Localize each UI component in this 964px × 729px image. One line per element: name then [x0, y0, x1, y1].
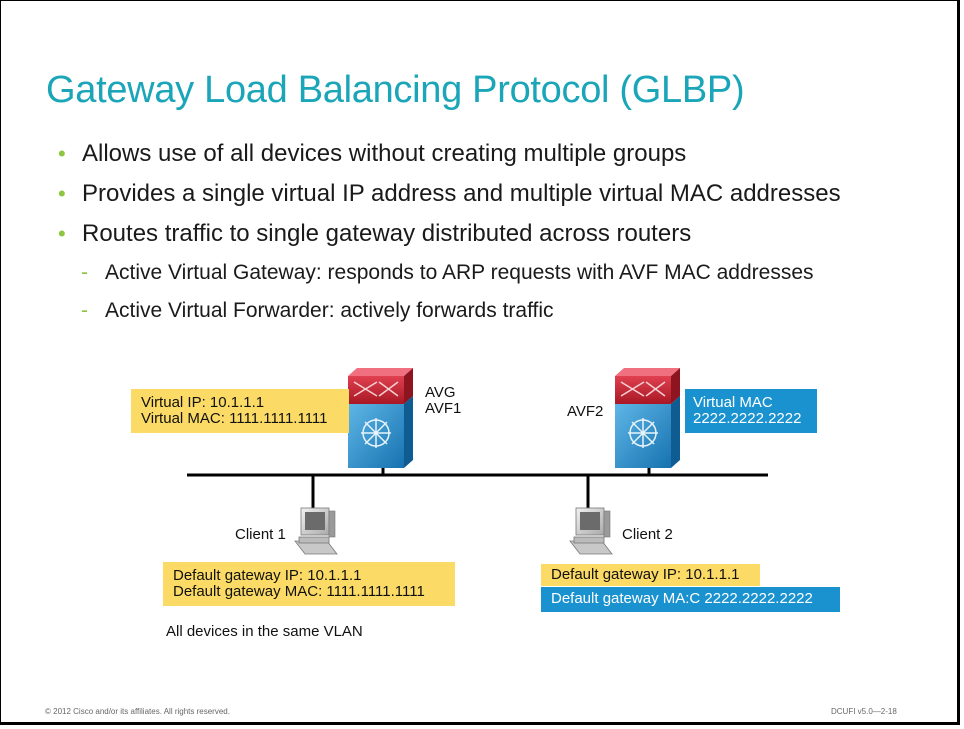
client-2-gateway-ip: Default gateway IP: 10.1.1.1 — [551, 566, 740, 583]
client-1-gateway-mac: Default gateway MAC: 1111.1111.1111 — [173, 583, 425, 600]
virtual-mac-value: 2222.2222.2222 — [693, 410, 802, 427]
client-1-pc-icon — [294, 507, 338, 555]
virtual-mac-text: Virtual MAC: 1111.1111.1111 — [141, 410, 328, 427]
router-1-icon — [348, 368, 413, 468]
bullet-list: Allows use of all devices without creati… — [58, 139, 841, 335]
copyright-text: © 2012 Cisco and/or its affiliates. All … — [45, 707, 230, 716]
avf1-label: AVF1 — [425, 400, 462, 417]
client-2-gateway-mac: Default gateway MA:C 2222.2222.2222 — [551, 590, 813, 607]
course-code-text: DCUFI v5.0—2-18 — [831, 707, 897, 716]
bullet-item: Provides a single virtual IP address and… — [58, 179, 841, 219]
router-2-info-box: Virtual MAC 2222.2222.2222 — [685, 389, 817, 433]
client-1-gateway-ip: Default gateway IP: 10.1.1.1 — [173, 567, 362, 584]
vlan-note: All devices in the same VLAN — [166, 623, 363, 640]
client-2-label: Client 2 — [622, 526, 673, 543]
bullet-item: Routes traffic to single gateway distrib… — [58, 219, 841, 259]
sub-bullet-item: Active Virtual Forwarder: actively forwa… — [58, 297, 841, 335]
client-1-label: Client 1 — [235, 526, 286, 543]
client-2-pc-icon — [569, 507, 613, 555]
virtual-mac-heading: Virtual MAC — [693, 394, 773, 411]
virtual-ip-text: Virtual IP: 10.1.1.1 — [141, 394, 265, 411]
client-2-gateway-mac-box: Default gateway MA:C 2222.2222.2222 — [541, 587, 840, 612]
router-2-icon — [615, 368, 680, 468]
client-1-gateway-box: Default gateway IP: 10.1.1.1 Default gat… — [163, 562, 455, 606]
slide-title: Gateway Load Balancing Protocol (GLBP) — [46, 69, 745, 111]
sub-bullet-item: Active Virtual Gateway: responds to ARP … — [58, 259, 841, 297]
router-1-info-box: Virtual IP: 10.1.1.1 Virtual MAC: 1111.1… — [131, 389, 349, 433]
bullet-item: Allows use of all devices without creati… — [58, 139, 841, 179]
avf2-label: AVF2 — [567, 403, 604, 420]
avg-label: AVG — [425, 384, 456, 401]
client-2-gateway-ip-box: Default gateway IP: 10.1.1.1 — [541, 564, 760, 586]
router-1-label: AVG AVF1 — [425, 385, 461, 417]
